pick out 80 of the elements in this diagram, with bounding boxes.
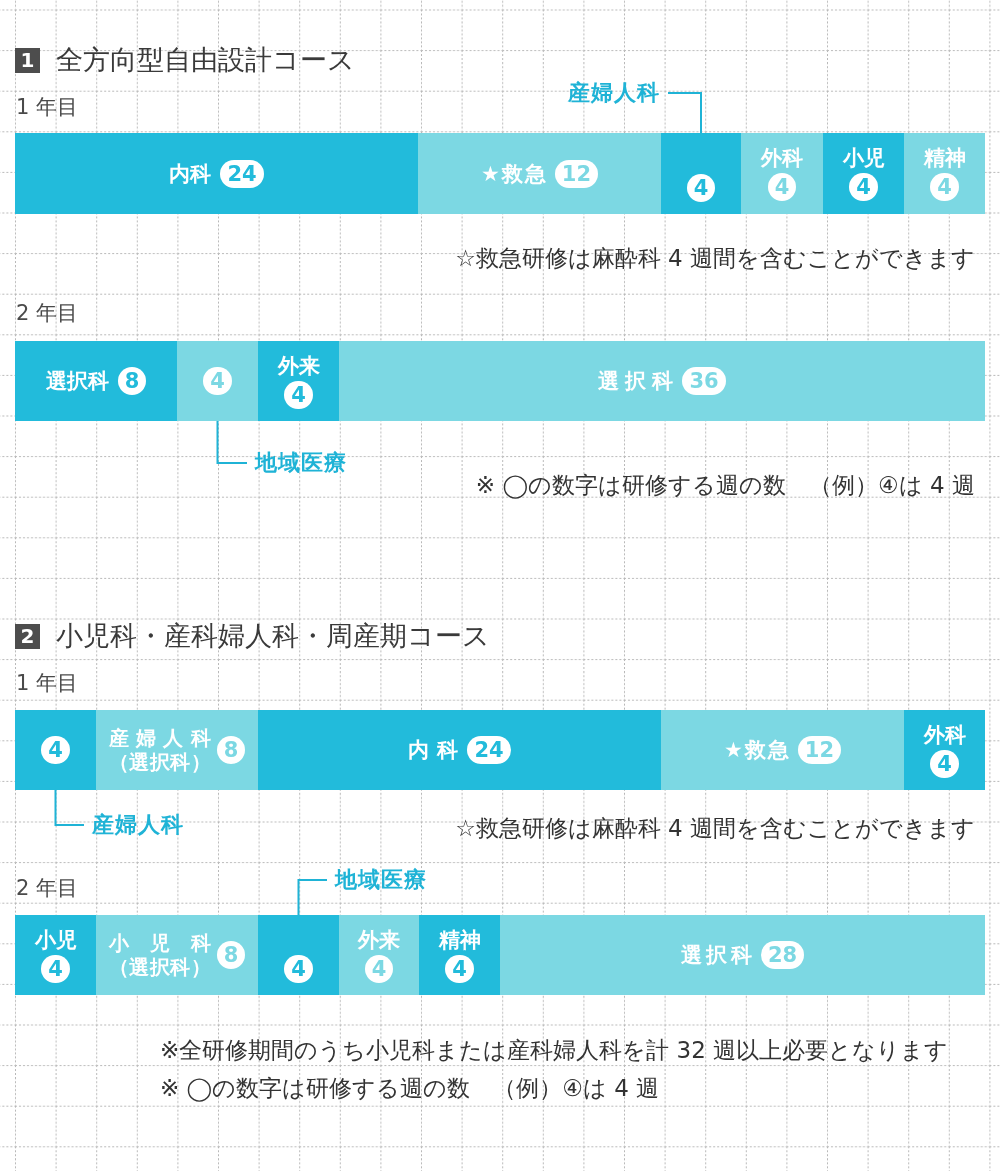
department-label: 内科 (408, 738, 467, 762)
week-badge: 4 (445, 954, 474, 983)
schedule-segment (823, 133, 904, 214)
section-number: 2 (15, 623, 40, 649)
department-label: 小児 (842, 146, 885, 170)
callout-label: 地域医療 (255, 450, 347, 476)
year-label: 2 年目 (16, 875, 79, 901)
schedule-segment (15, 710, 96, 790)
department-label: 精神 (438, 927, 481, 952)
section-heading: 全方向型自由設計コース (56, 43, 355, 77)
department-label: 外科 (923, 722, 966, 747)
department-label: 産婦人科（選択科） (108, 726, 211, 774)
leader-line (667, 92, 702, 134)
department-label: 選択科 (598, 369, 680, 393)
week-badge: 8 (117, 367, 147, 395)
callout-label: 産婦人科 (568, 80, 660, 106)
schedule-segment (258, 915, 339, 995)
schedule-segment (258, 341, 339, 421)
week-badge: 4 (284, 380, 313, 409)
leader-line (297, 879, 328, 916)
week-badge: 4 (41, 954, 70, 983)
week-badge: 28 (760, 941, 805, 969)
week-badge: 24 (467, 736, 511, 764)
schedule-segment (15, 341, 177, 421)
schedule-segment (339, 341, 985, 421)
schedule-segment (904, 133, 985, 214)
department-label: ★救急 (723, 738, 791, 762)
week-badge: 12 (554, 159, 599, 188)
note-text: ☆救急研修は麻酔科 4 週間を含むことができます (455, 243, 975, 273)
year-label: 2 年目 (16, 300, 79, 326)
schedule-segment (661, 133, 741, 214)
department-label: 外科 (761, 146, 803, 170)
week-badge: 4 (284, 955, 313, 983)
department-label: 選択科 (680, 943, 756, 967)
schedule-segment (419, 915, 500, 995)
schedule-segment (258, 710, 661, 790)
callout-label: 地域医療 (335, 867, 427, 893)
leader-line (216, 420, 248, 464)
note-text: ※ ◯の数字は研修する週の数 （例）④は 4 週 (475, 470, 975, 500)
schedule-segment (96, 915, 258, 995)
section-heading: 小児科・産科婦人科・周産期コース (56, 619, 490, 653)
year-label: 1 年目 (16, 670, 79, 696)
week-badge: 4 (767, 173, 797, 201)
schedule-segment (904, 710, 985, 790)
year-label: 1 年目 (16, 94, 79, 120)
note-text: ※ ◯の数字は研修する週の数 （例）④は 4 週 (160, 1073, 660, 1103)
department-label: 小児科（選択科） (108, 931, 211, 979)
week-badge: 4 (203, 367, 232, 395)
schedule-segment (418, 133, 661, 214)
schedule-segment (741, 133, 823, 214)
note-text: ☆救急研修は麻酔科 4 週間を含むことができます (455, 813, 975, 843)
department-label: 精神 (923, 146, 966, 170)
week-badge: 4 (930, 173, 959, 201)
week-badge: 8 (216, 941, 246, 969)
department-label: ★救急 (480, 161, 548, 186)
schedule-segment (15, 133, 418, 214)
section-number: 1 (15, 47, 40, 73)
callout-label: 産婦人科 (92, 812, 184, 838)
week-badge: 12 (797, 736, 842, 764)
schedule-segment (661, 710, 904, 790)
week-badge: 4 (686, 174, 716, 202)
department-label: 小児 (34, 927, 77, 952)
week-badge: 24 (220, 159, 264, 188)
week-badge: 4 (849, 173, 878, 201)
leader-line (54, 789, 85, 826)
note-text: ※全研修期間のうち小児科または産科婦人科を計 32 週以上必要となります (160, 1035, 949, 1065)
department-label: 選択科 (45, 369, 109, 393)
schedule-segment (339, 915, 419, 995)
schedule-segment (96, 710, 258, 790)
week-badge: 4 (930, 749, 959, 778)
department-label: 外来 (358, 927, 400, 952)
schedule-segment (177, 341, 258, 421)
week-badge: 4 (41, 736, 70, 764)
department-label: 外来 (277, 353, 320, 378)
week-badge: 36 (682, 367, 726, 395)
department-label: 内科 (169, 161, 212, 186)
week-badge: 8 (216, 736, 246, 764)
schedule-segment (15, 915, 96, 995)
week-badge: 4 (364, 954, 394, 983)
schedule-segment (500, 915, 985, 995)
